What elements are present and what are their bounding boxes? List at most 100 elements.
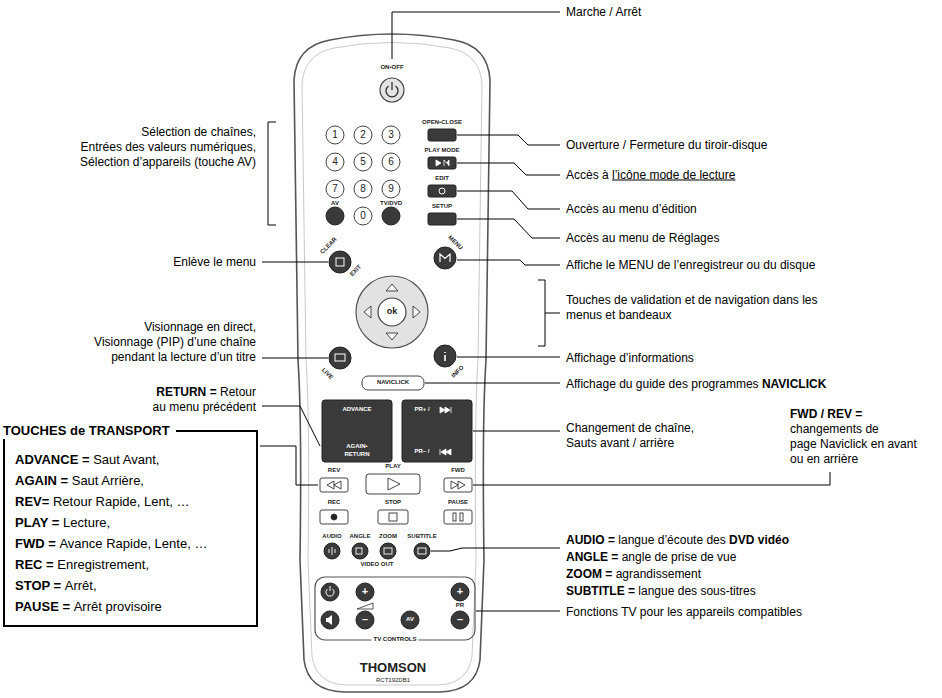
callout-text: SUBTITLE = langue des sous-titres [566,584,756,599]
button-label: 5 [360,156,366,169]
box-line: STOP = Arrêt, [15,575,246,596]
button-label: PAUSE [448,499,468,507]
callout-text: Accès au menu de Réglages [566,231,719,246]
button-label: AV [331,200,339,208]
button-label: ADVANCE [342,406,371,414]
live-icon [335,354,345,361]
button-label: 6 [388,156,394,169]
leader-line [545,313,560,314]
leader-line [457,260,560,265]
open-close-key [428,129,456,141]
tv-power-icon [326,586,334,596]
zoom-icon [384,548,392,554]
power-button [380,78,404,102]
button-label: SETUP [432,203,452,211]
button-label: 1 [332,129,338,142]
button-label: PLAY [385,463,400,471]
skip-forward-icon [440,407,451,413]
callout-text: Accès au menu d’édition [566,202,697,217]
arrow-left [364,306,371,318]
box-line: REC = Enregistrement, [15,554,246,575]
button-label: ok [387,306,398,317]
leader-line [473,431,560,432]
fwd-key [444,478,472,492]
pause-icon-right [460,513,463,521]
audio-key [324,543,340,559]
callout-text: Marche / Arrêt [566,5,641,20]
stop-key [378,510,408,524]
button-label: 0 [360,210,366,223]
button-label: PR– / [414,448,429,456]
navigation-arrows [364,284,420,340]
callout-text: FWD / REV = changements de page Naviclic… [790,407,917,467]
callout-text: Changement de chaîne, Sauts avant / arri… [566,421,694,451]
remote-inner-contour [302,43,482,686]
callout-text: Accès à l’icône mode de lecture [566,168,735,183]
function-keys [428,129,456,225]
pause-key [444,510,472,524]
naviclick-key [362,376,424,390]
dvd-keys [324,543,430,559]
subtitle-key [414,543,430,559]
number-key [382,153,400,171]
button-label: EDIT [435,175,449,183]
tv-program-down-key [451,611,469,629]
button-label: STOP [385,499,401,507]
tv-program-up-key [451,583,469,601]
audio-icon [329,547,335,555]
arrow-up [386,284,398,291]
callout-text: RETURN = Retour au menu précédent [153,385,256,415]
skip-back-icon [440,449,451,455]
number-key [354,126,372,144]
leader-line [457,135,560,145]
callout-text: Affichage du guide des programmes NAVICL… [566,377,826,392]
tv-control-keys [321,583,469,629]
leader-line [425,383,560,384]
button-label: + [457,585,463,599]
button-label: FWD [451,467,465,475]
remote-body [294,34,490,692]
angle-icon [356,548,362,554]
navigation-pad [356,276,428,348]
clear-exit-key [329,251,351,273]
dvd-key-icons [329,547,426,555]
leader-line [457,219,560,238]
power-icon [386,82,398,97]
tv-power-key [321,583,339,601]
leader-line [457,191,560,209]
box-line: PLAY = Lecture, [15,512,246,533]
rec-key [320,510,348,524]
leader-line [262,358,328,359]
pause-icon-left [453,513,456,521]
button-label: REV [328,467,340,475]
subtitle-icon [418,548,426,554]
button-label: AV [406,616,414,624]
tv-volume-up-key [356,583,374,601]
button-label: 4 [332,156,338,169]
button-label: TV/DVD [380,200,402,208]
number-key [326,153,344,171]
callout-text: Affiche le MENU de l’enregistreur ou du … [566,258,815,273]
arrow-right [413,306,420,318]
leader-line [473,472,830,485]
tv-volume-down-key [356,611,374,629]
play-mode-icon [436,160,449,166]
rev-key [320,478,348,492]
callout-text: ANGLE = angle de prise de vue [566,550,736,565]
transport-keys [320,474,472,524]
rev-icon [327,481,341,489]
menu-key [434,247,456,269]
button-label: OPEN•CLOSE [422,119,462,127]
live-key [329,347,351,369]
box-line: PAUSE = Arrêt provisoire [15,596,246,617]
button-label: 8 [360,183,366,196]
av-key [326,207,344,225]
transport-keys-box: TOUCHES de TRANSPORTADVANCE = Saut Avant… [3,430,258,627]
number-key [354,153,372,171]
button-label: ANGLE [350,533,371,541]
leader-line [457,163,560,175]
leader-lines [260,12,830,611]
callout-text: Ouverture / Fermeture du tiroir-disque [566,138,767,153]
